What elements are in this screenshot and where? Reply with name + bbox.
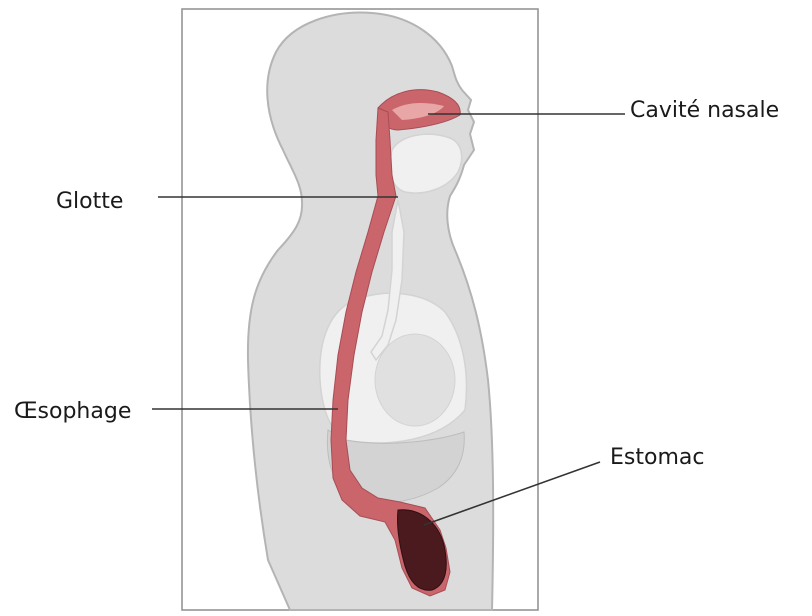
label-cavite-nasale: Cavité nasale: [630, 100, 779, 122]
label-estomac: Estomac: [610, 447, 704, 469]
label-glotte: Glotte: [56, 191, 123, 213]
heart: [375, 334, 455, 426]
label-oesophage: Œsophage: [14, 401, 131, 423]
